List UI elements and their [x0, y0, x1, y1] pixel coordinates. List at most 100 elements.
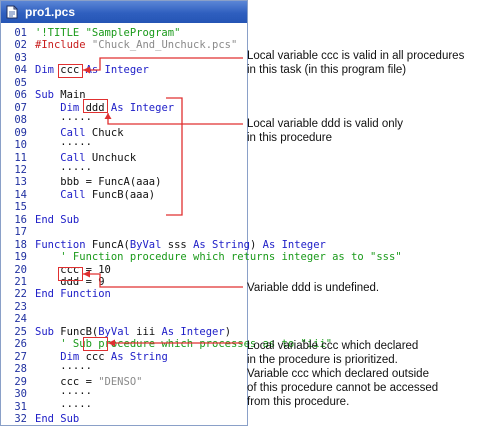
- code-token: As Integer: [79, 64, 149, 77]
- code-token: Dim: [35, 101, 86, 114]
- code-line[interactable]: 02#Include "Chuck_And_Unchuck.pcs": [1, 38, 237, 52]
- line-number: 29: [14, 375, 27, 388]
- line-number: 27: [14, 350, 27, 363]
- code-line[interactable]: 28 ·····: [1, 362, 92, 376]
- note-ccc-global: Local variable ccc is valid in all proce…: [247, 50, 465, 76]
- window-title: pro1.pcs: [25, 5, 76, 19]
- code-line[interactable]: 13 bbb = FuncA(aaa): [1, 175, 161, 189]
- code-token: Unchuck: [91, 151, 137, 164]
- code-token: ·····: [35, 388, 92, 401]
- code-line[interactable]: 19 ' Function procedure which returns in…: [1, 250, 401, 264]
- code-token: ): [224, 325, 232, 338]
- code-line[interactable]: 12 ·····: [1, 163, 92, 177]
- code-token: '!TITLE: [35, 27, 86, 39]
- line-number: 28: [14, 363, 27, 376]
- code-line[interactable]: 11 Call Unchuck: [1, 151, 136, 165]
- code-token: ·····: [35, 163, 92, 176]
- code-line[interactable]: 24: [1, 312, 35, 326]
- line-number: 12: [14, 163, 27, 176]
- line-number: 24: [14, 313, 27, 326]
- code-line[interactable]: 22 End Function: [1, 287, 111, 301]
- ddd-local-highlight: [83, 99, 108, 113]
- code-line[interactable]: 26 ' Sub procedure which processes as to…: [1, 337, 332, 351]
- line-number: 01: [14, 27, 27, 39]
- code-token: ·····: [35, 363, 92, 376]
- code-token: ·····: [35, 114, 92, 127]
- code-line[interactable]: 14 Call FuncB(aaa): [1, 188, 155, 202]
- code-token: Call: [35, 188, 92, 201]
- line-number: 05: [14, 76, 27, 89]
- code-token: ccc: [85, 350, 105, 363]
- line-number: 25: [14, 325, 27, 338]
- code-token: As String: [104, 350, 168, 363]
- code-token: Function: [35, 238, 92, 251]
- code-token: ·····: [35, 400, 92, 413]
- line-number: 11: [14, 151, 27, 164]
- code-token: As String: [193, 238, 250, 251]
- line-number: 23: [14, 300, 27, 313]
- code-token: As Integer: [104, 101, 175, 114]
- code-token: End Sub: [35, 213, 80, 226]
- code-line[interactable]: 10 ·····: [1, 138, 92, 152]
- code-token: ddd: [35, 276, 80, 288]
- code-line[interactable]: 01'!TITLE "SampleProgram": [1, 26, 180, 40]
- code-line[interactable]: 23: [1, 300, 35, 314]
- code-token: ccc: [60, 64, 80, 77]
- code-token: iii: [136, 325, 162, 338]
- code-line[interactable]: 17: [1, 225, 35, 239]
- code-line[interactable]: 05: [1, 76, 35, 90]
- code-line[interactable]: 03: [1, 51, 35, 65]
- line-number: 22: [14, 288, 27, 301]
- code-token: Main: [60, 89, 86, 102]
- line-number: 08: [14, 114, 27, 127]
- code-line[interactable]: 29 ccc = "DENSO": [1, 375, 142, 389]
- document-icon: [6, 5, 18, 19]
- ddd-undefined-highlight: [58, 267, 83, 281]
- note-ddd-local: Local variable ddd is valid only in this…: [247, 118, 403, 144]
- code-token: Sub: [35, 89, 61, 102]
- code-line[interactable]: 07 Dim ddd As Integer: [1, 101, 174, 115]
- code-line[interactable]: 27 Dim ccc As String: [1, 350, 168, 364]
- note-ccc-prioritized: Local variable ccc which declared in the…: [247, 340, 439, 408]
- code-line[interactable]: 09 Call Chuck: [1, 126, 124, 140]
- code-token: ccc = 10: [35, 263, 111, 276]
- line-number: 13: [14, 176, 27, 189]
- line-number: 07: [14, 101, 27, 114]
- code-token: = 9: [79, 276, 105, 288]
- line-number: 21: [14, 276, 27, 288]
- code-token: As Integer: [161, 325, 225, 338]
- ccc-local-highlight: [83, 337, 108, 351]
- code-line[interactable]: 20 ccc = 10: [1, 263, 111, 277]
- line-number: 14: [14, 188, 27, 201]
- code-token: #Include: [35, 39, 92, 52]
- editor-window: pro1.pcs 01'!TITLE "SampleProgram"02#Inc…: [0, 0, 402, 426]
- code-token: As Integer: [262, 238, 326, 251]
- code-token: Chuck: [91, 126, 124, 139]
- line-number: 15: [14, 201, 27, 214]
- window-titlebar[interactable]: pro1.pcs: [1, 1, 247, 23]
- line-number: 30: [14, 388, 27, 401]
- code-token: End Sub: [35, 412, 80, 425]
- code-line[interactable]: 15: [1, 200, 35, 214]
- code-token: Dim: [35, 64, 61, 77]
- line-number: 31: [14, 400, 27, 413]
- code-token: ): [249, 238, 263, 251]
- code-line[interactable]: 30 ·····: [1, 387, 92, 401]
- code-token: FuncA(: [91, 238, 130, 251]
- code-token: Dim: [35, 350, 86, 363]
- code-token: "DENSO": [98, 375, 143, 388]
- code-token: FuncB(aaa): [91, 188, 156, 201]
- line-number: 17: [14, 226, 27, 239]
- code-token: ccc =: [35, 375, 99, 388]
- code-token: End Function: [35, 288, 111, 301]
- code-token: Call: [35, 126, 92, 139]
- line-number: 02: [14, 39, 27, 52]
- code-line[interactable]: 08 ·····: [1, 113, 92, 127]
- code-line[interactable]: 31 ·····: [1, 400, 92, 414]
- code-token: ByVal: [98, 325, 137, 338]
